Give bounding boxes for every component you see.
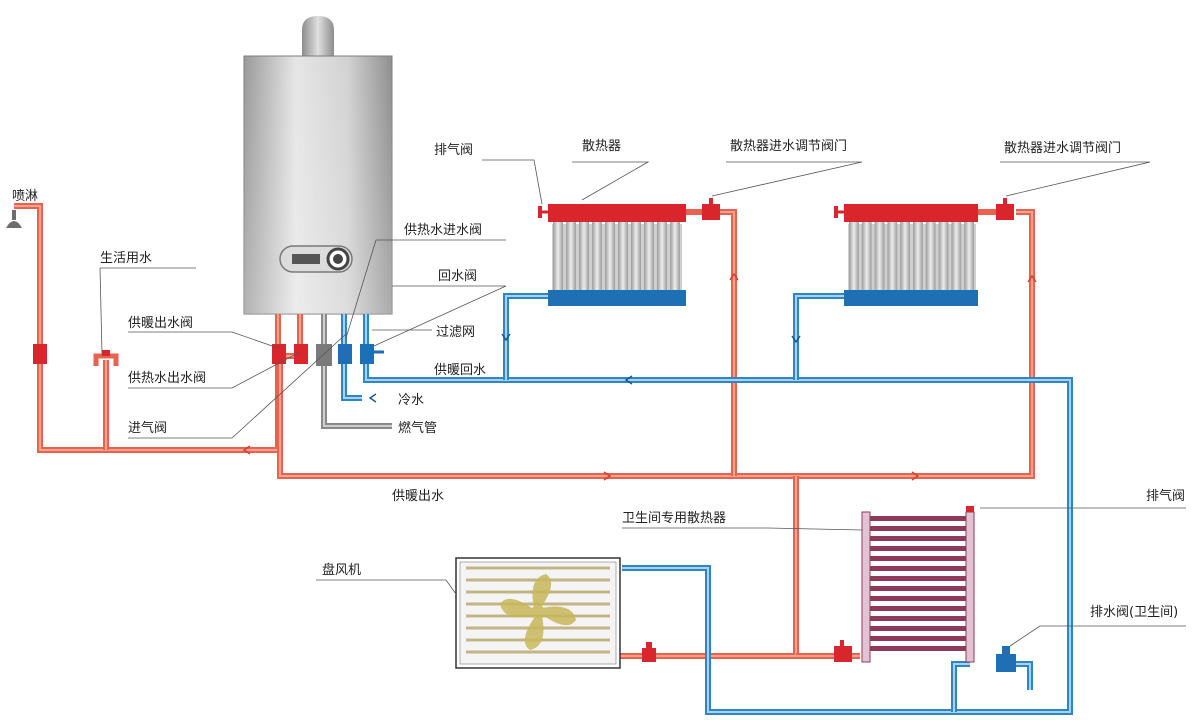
label-return-valve: 回水阀	[438, 269, 477, 284]
radiator-fin	[618, 222, 628, 290]
label-filter: 过滤网	[436, 325, 475, 340]
labels: 喷淋 生活用水 供暖出水阀 供热水出水阀 进气阀 供热水进水阀 回水阀 过滤网 …	[12, 139, 1185, 620]
radiator-fin	[900, 222, 910, 290]
radiator-fin	[657, 222, 667, 290]
radiator-fin	[670, 222, 680, 290]
label-radiator: 散热器	[582, 139, 621, 154]
radiator-fin	[951, 222, 962, 290]
label-hot-water-out-valve: 供热水出水阀	[128, 371, 206, 386]
radiator-fin	[925, 222, 936, 290]
towel-rail-icon	[834, 506, 1016, 672]
hot-water-in-valve-icon	[338, 344, 352, 364]
label-fan-coil: 盘风机	[322, 562, 361, 578]
towel-rail-bar	[870, 556, 966, 561]
label-air-inlet-valve: 进气阀	[128, 420, 167, 436]
towel-rail-bar	[870, 526, 966, 531]
towel-rail-bar	[870, 636, 966, 641]
radiator-inlet-valve-icon	[996, 204, 1014, 220]
label-radiator-valve-1: 散热器进水调节阀门	[730, 139, 847, 154]
radiator-fin	[592, 222, 602, 290]
label-heating-out-valve: 供暖出水阀	[128, 316, 193, 331]
towel-rail-bar	[870, 516, 966, 521]
radiator-fin	[849, 222, 859, 290]
radiator-fin	[553, 222, 563, 290]
towel-rail-bar	[870, 586, 966, 591]
drain-valve-icon	[996, 654, 1016, 672]
boiler	[243, 16, 393, 315]
radiator-fin	[913, 222, 923, 290]
bathroom-inlet-valve-icon	[834, 646, 852, 662]
radiator-fin	[605, 222, 615, 290]
gas-pipe	[316, 314, 392, 429]
air-vent-valve-icon	[538, 206, 542, 218]
towel-rail-bar	[870, 566, 966, 571]
radiator-inlet-valve-icon	[702, 204, 720, 220]
label-drain-valve: 排水阀(卫生间)	[1090, 605, 1178, 620]
towel-rail-bar	[870, 596, 966, 601]
towel-rail-bar	[870, 546, 966, 551]
gas-valve-icon	[316, 344, 332, 366]
shower-valve-icon	[33, 344, 47, 364]
label-heating-return: 供暖回水	[434, 363, 486, 378]
radiator-icon	[538, 198, 720, 306]
hot-water-out-valve-icon	[294, 344, 308, 364]
flow-arrow-icon	[242, 272, 1037, 481]
radiator-fin	[938, 222, 949, 290]
towel-rail-bar	[870, 646, 966, 651]
towel-rail-bar	[870, 626, 966, 631]
radiator-fin	[874, 222, 885, 290]
heating-return-pipes	[341, 293, 1073, 715]
radiator-fin	[644, 222, 654, 290]
label-domestic-water: 生活用水	[100, 251, 152, 266]
label-bathroom-radiator: 卫生间专用散热器	[622, 511, 726, 526]
return-valve-icon	[360, 344, 374, 364]
fan-coil-valve-icon	[642, 648, 656, 662]
towel-rail-bar	[870, 616, 966, 621]
air-vent-valve-icon	[966, 506, 974, 512]
label-heating-supply: 供暖出水	[392, 489, 444, 504]
radiator-fin	[566, 222, 576, 290]
radiator-fin	[887, 222, 898, 290]
domestic-tap-icon	[93, 350, 119, 366]
towel-rail-bar	[870, 606, 966, 611]
leader-lines	[99, 159, 1186, 647]
shower-head-icon	[6, 210, 22, 228]
radiator-fin	[861, 222, 872, 290]
towel-rail-bar	[870, 576, 966, 581]
radiator-fin	[964, 222, 974, 290]
label-air-vent-1: 排气阀	[434, 142, 473, 158]
air-vent-valve-icon	[834, 206, 838, 218]
label-shower: 喷淋	[12, 189, 38, 204]
label-cold-water: 冷水	[398, 393, 424, 408]
label-air-vent-2: 排气阀	[1146, 488, 1185, 504]
heating-out-valve-icon	[272, 344, 286, 364]
towel-rail-bar	[870, 536, 966, 541]
fan-blade-icon	[500, 574, 576, 650]
label-hot-water-in-valve: 供热水进水阀	[404, 223, 482, 238]
fan-coil-icon	[455, 557, 656, 669]
label-gas-pipe: 燃气管	[398, 420, 437, 436]
radiator-icon	[834, 198, 1014, 306]
flue-pipe	[302, 16, 334, 56]
label-radiator-valve-2: 散热器进水调节阀门	[1004, 141, 1121, 156]
radiator-fin	[631, 222, 641, 290]
radiator-fin	[579, 222, 589, 290]
